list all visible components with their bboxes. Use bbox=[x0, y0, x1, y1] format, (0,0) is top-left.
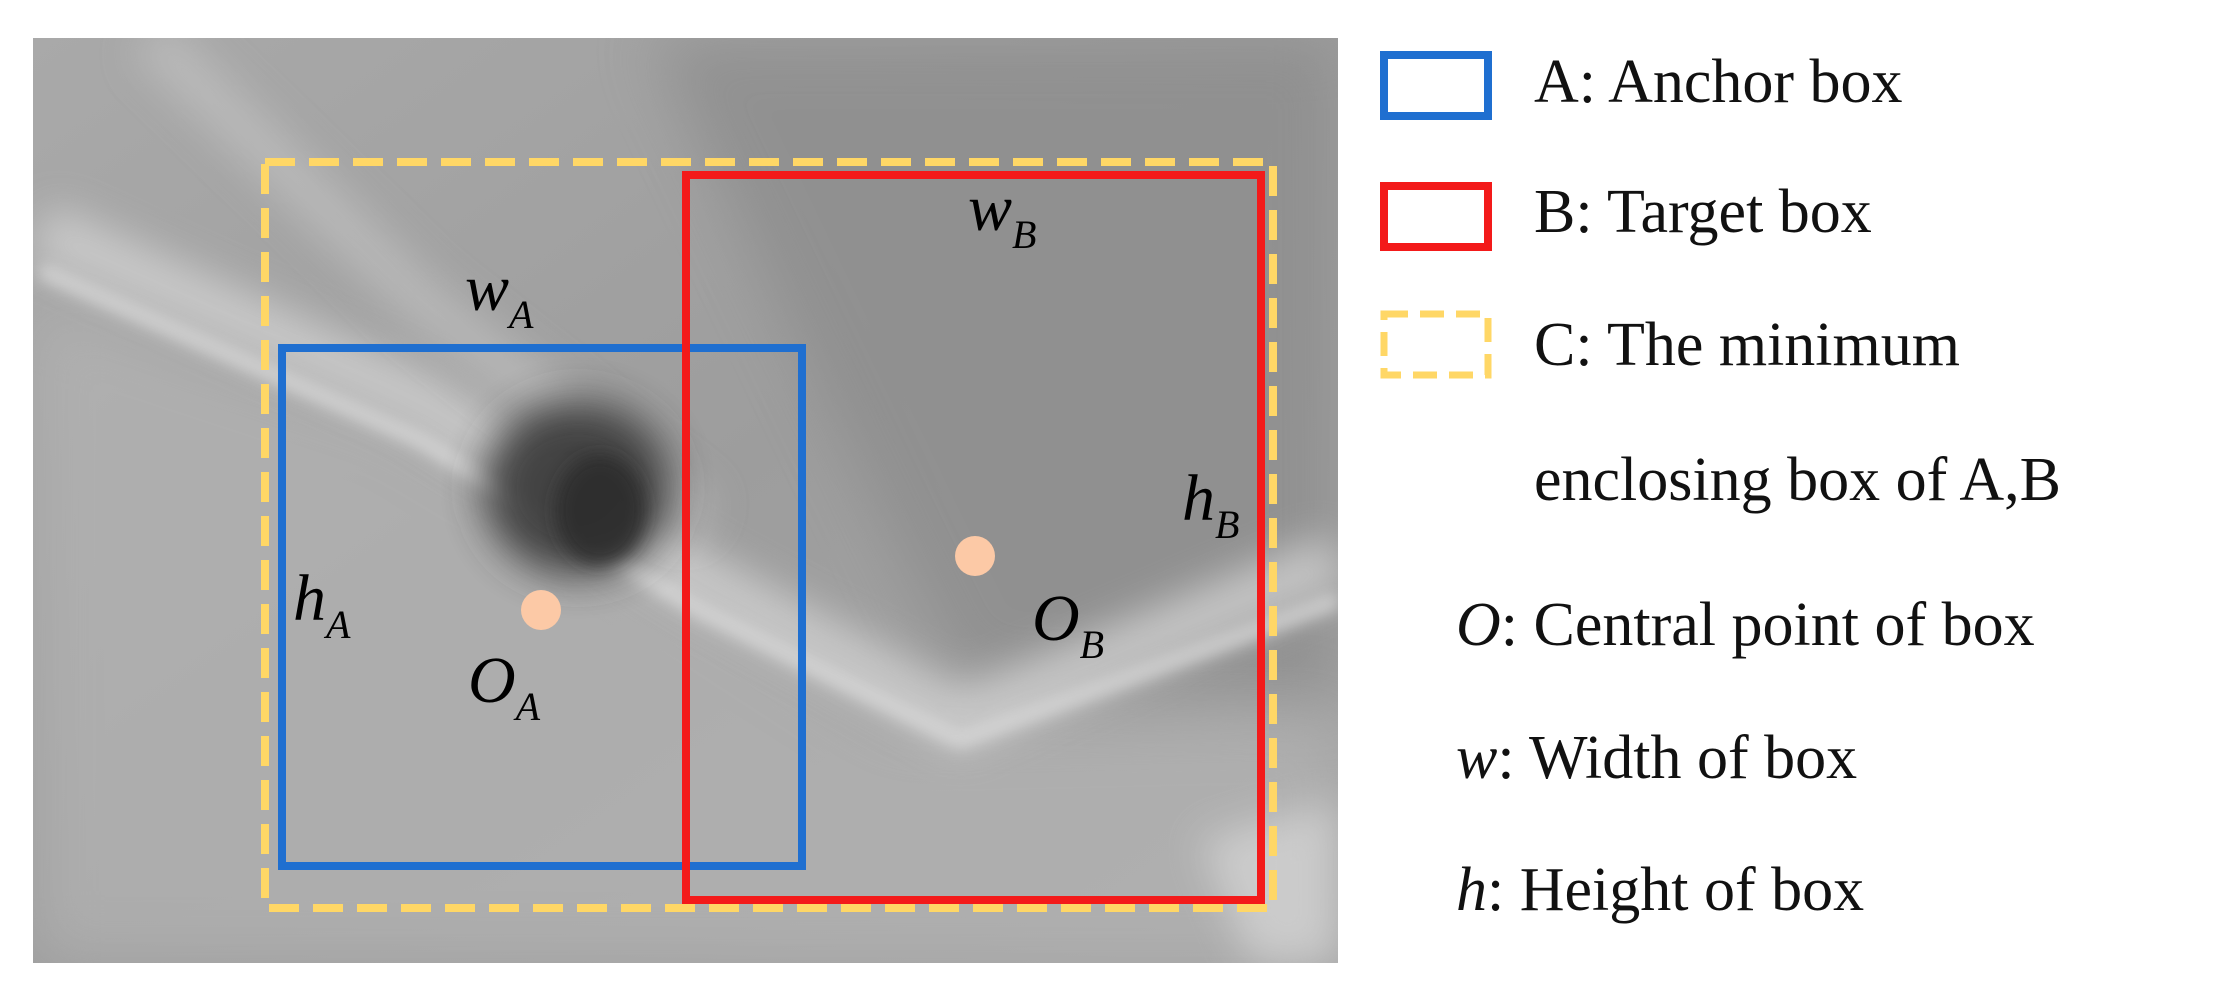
label-wA: wA bbox=[465, 252, 534, 337]
label-hA: hA bbox=[293, 562, 351, 647]
legend-anchor-swatch bbox=[1380, 51, 1492, 120]
legend-width: w: Width of box bbox=[1456, 724, 1857, 792]
legend-target-swatch bbox=[1380, 182, 1492, 251]
target-box-b bbox=[682, 171, 1265, 904]
legend-enclosing-label-line2: enclosing box of A,B bbox=[1534, 446, 2061, 514]
legend-center-point: O: Central point of box bbox=[1456, 591, 2035, 659]
center-point-a bbox=[521, 590, 561, 630]
legend: A: Anchor box B: Target box C: The minim… bbox=[1380, 48, 2061, 924]
legend-target-label: B: Target box bbox=[1534, 178, 1872, 246]
legend-anchor-label: A: Anchor box bbox=[1534, 48, 1903, 116]
label-OA: OA bbox=[468, 644, 541, 729]
legend-height: h: Height of box bbox=[1456, 856, 1864, 924]
label-wB: wB bbox=[968, 172, 1036, 257]
label-hB: hB bbox=[1182, 462, 1239, 547]
label-OB: OB bbox=[1032, 582, 1104, 667]
enclosing-box-c bbox=[261, 158, 1277, 912]
center-point-b bbox=[955, 536, 995, 576]
legend-enclosing-label-line1: C: The minimum bbox=[1534, 311, 1960, 379]
legend-enclosing-swatch bbox=[1380, 310, 1492, 379]
anchor-box-a bbox=[278, 344, 806, 870]
